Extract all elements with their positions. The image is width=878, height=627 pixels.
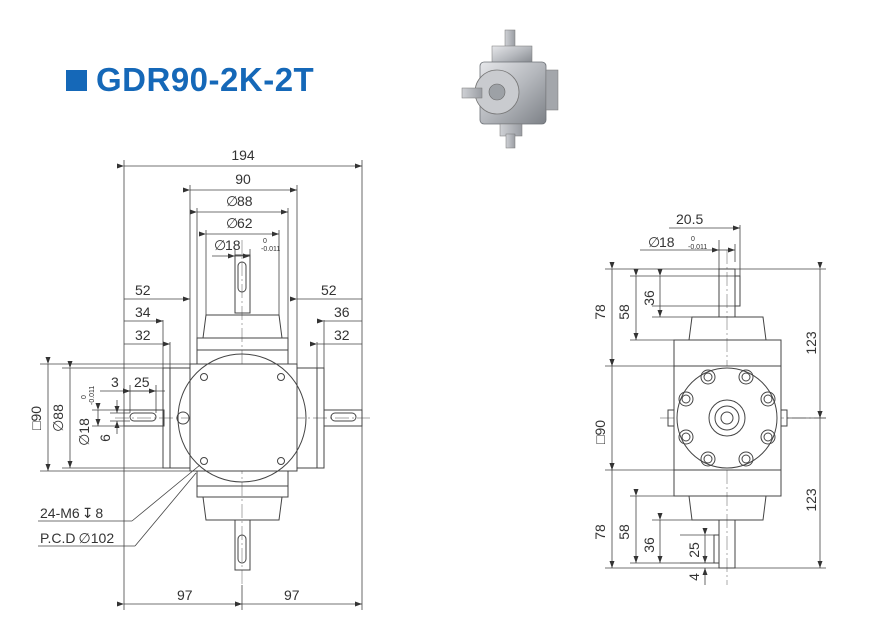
dim-body-width: 90: [235, 171, 251, 187]
model-title: GDR90-2K-2T: [96, 61, 315, 98]
side-tol-lower: -0.011: [89, 386, 96, 405]
dim-right-36: 36: [334, 304, 350, 320]
side-tol-upper-r: 0: [691, 236, 695, 243]
dim-right-52: 52: [321, 282, 337, 298]
dim-pilot-dia: 62: [237, 215, 253, 231]
dim-left-52: 52: [135, 282, 151, 298]
title-block: GDR90-2K-2T: [66, 60, 314, 100]
dim-left-32: 32: [135, 327, 151, 343]
dim-half-left: 97: [177, 587, 193, 603]
dim-flange-od: 88: [237, 193, 253, 209]
callout-pcd: P.C.D∅102: [40, 530, 114, 546]
dim-bot-58: 58: [616, 524, 632, 540]
side-view-drawing: [660, 250, 826, 585]
dim-shaft-dia: 18: [225, 237, 241, 253]
dim-top-78: 78: [592, 304, 608, 320]
dim-top-36: 36: [641, 290, 657, 306]
dim-body-square: □90: [592, 420, 608, 444]
dim-side-square: □90: [28, 406, 44, 430]
dim-key-3: 3: [111, 374, 119, 390]
tol-upper: 0: [263, 238, 267, 245]
dim-top-58: 58: [616, 304, 632, 320]
side-dia-symbol: ∅: [648, 234, 660, 250]
dim-offset: 20.5: [676, 211, 703, 227]
dim-dia-symbol-88: ∅: [226, 193, 238, 209]
dim-side-6: 6: [97, 434, 113, 442]
dim-bot-78: 78: [592, 524, 608, 540]
side-view-dimensions: [605, 225, 826, 585]
side-tol-upper: 0: [81, 395, 88, 399]
product-photo: [461, 29, 559, 149]
dim-key-25: 25: [134, 374, 150, 390]
dim-dia-symbol-62: ∅: [226, 215, 238, 231]
dim-left-34: 34: [135, 304, 151, 320]
dim-side-shaft-dia: 18: [659, 234, 675, 250]
dim-dia-symbol-18: ∅: [214, 237, 226, 253]
dim-side-dia-88: ∅88: [50, 404, 66, 432]
dim-overall-width: 194: [231, 147, 255, 163]
front-view-labels: 194 90 ∅ 88 ∅ 62 ∅ 18 0 -0.011 52 34 32 …: [28, 147, 350, 603]
side-tol-lower-r: -0.011: [688, 244, 707, 251]
front-view-drawing: [115, 240, 370, 585]
front-view-dimensions: [38, 160, 363, 610]
dim-right-32: 32: [334, 327, 350, 343]
dim-side-dia-18: ∅18: [76, 418, 92, 446]
dim-top-123: 123: [803, 331, 819, 355]
dim-half-right: 97: [284, 587, 300, 603]
title-bullet: [66, 69, 87, 91]
side-view-labels: 20.5 ∅ 18 0 -0.011 78 58 36 123 □90 123 …: [592, 211, 819, 581]
tol-lower: -0.011: [261, 246, 280, 253]
dim-bot-123: 123: [803, 488, 819, 512]
callout-tapped-holes: 24-M6↧8: [40, 505, 103, 521]
dim-bot-36: 36: [641, 537, 657, 553]
dim-bot-4: 4: [686, 573, 702, 581]
dim-bot-25: 25: [686, 542, 702, 558]
